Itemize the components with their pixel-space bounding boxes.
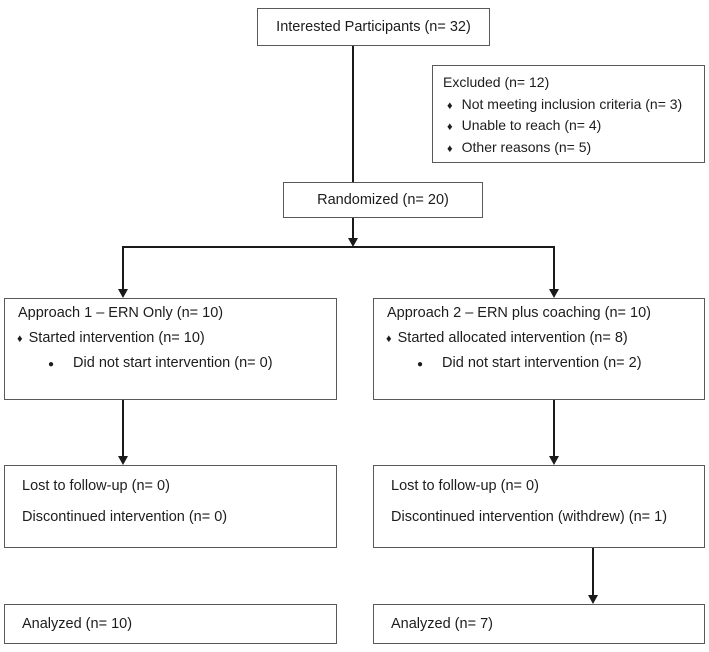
followup1-content: Lost to follow-up (n= 0) Discontinued in…	[5, 466, 336, 526]
round-bullet-icon: ●	[417, 359, 424, 371]
arrowhead-approach1	[118, 289, 128, 298]
connector-interested-to-randomized	[352, 46, 354, 182]
arrowhead-followup1	[118, 456, 128, 465]
analyzed2-label: Analyzed (n= 7)	[391, 615, 493, 632]
connector-branch-to-approach2	[553, 246, 555, 290]
randomized-label: Randomized (n= 20)	[317, 191, 449, 208]
approach1-title: Approach 1 – ERN Only (n= 10)	[18, 305, 224, 321]
connector-followup2-to-analyzed2	[592, 548, 594, 596]
arrowhead-approach2	[549, 289, 559, 298]
connector-approach1-to-followup1	[122, 400, 124, 457]
diamond-bullet-icon: ♦	[447, 143, 453, 155]
branch-horizontal-line	[122, 246, 555, 248]
approach1-subitem: ● Did not start intervention (n= 0)	[5, 354, 336, 372]
excluded-item-text: Not meeting inclusion criteria (n= 3)	[461, 95, 683, 112]
analyzed1-label: Analyzed (n= 10)	[22, 615, 133, 632]
arrowhead-followup2	[549, 456, 559, 465]
approach1-subitem-text: Did not start intervention (n= 0)	[73, 355, 273, 372]
box-randomized: Randomized (n= 20)	[283, 182, 483, 218]
box-followup1: Lost to follow-up (n= 0) Discontinued in…	[4, 465, 337, 548]
approach1-content: Approach 1 – ERN Only (n= 10) ♦ Started …	[5, 299, 336, 372]
approach2-subitem: ● Did not start intervention (n= 2)	[374, 354, 704, 372]
box-followup2: Lost to follow-up (n= 0) Discontinued in…	[373, 465, 705, 548]
approach1-item: ♦ Started intervention (n= 10)	[5, 329, 336, 347]
approach2-title: Approach 2 – ERN plus coaching (n= 10)	[387, 305, 651, 321]
followup2-line1: Lost to follow-up (n= 0)	[391, 478, 539, 494]
approach2-item: ♦ Started allocated intervention (n= 8)	[374, 329, 704, 347]
connector-approach2-to-followup2	[553, 400, 555, 457]
arrowhead-analyzed2	[588, 595, 598, 604]
approach2-subitem-text: Did not start intervention (n= 2)	[442, 355, 642, 372]
box-approach2: Approach 2 – ERN plus coaching (n= 10) ♦…	[373, 298, 705, 400]
diamond-bullet-icon: ♦	[17, 333, 23, 346]
box-analyzed1: Analyzed (n= 10)	[4, 604, 337, 644]
diamond-bullet-icon: ♦	[447, 121, 453, 134]
box-interested-participants: Interested Participants (n= 32)	[257, 8, 490, 46]
approach2-item-text: Started allocated intervention (n= 8)	[397, 330, 628, 347]
approach2-content: Approach 2 – ERN plus coaching (n= 10) ♦…	[374, 299, 704, 372]
excluded-item: ♦ Not meeting inclusion criteria (n= 3)	[433, 96, 704, 114]
interested-participants-label: Interested Participants (n= 32)	[276, 18, 471, 35]
box-excluded: Excluded (n= 12) ♦ Not meeting inclusion…	[432, 65, 705, 163]
excluded-title: Excluded (n= 12)	[443, 74, 550, 90]
arrowhead-randomized-to-branch	[348, 238, 358, 247]
round-bullet-icon: ●	[48, 359, 55, 371]
box-approach1: Approach 1 – ERN Only (n= 10) ♦ Started …	[4, 298, 337, 400]
followup2-content: Lost to follow-up (n= 0) Discontinued in…	[374, 466, 704, 526]
excluded-item: ♦ Unable to reach (n= 4)	[433, 117, 704, 135]
approach1-item-text: Started intervention (n= 10)	[28, 330, 205, 347]
diamond-bullet-icon: ♦	[386, 333, 392, 346]
followup1-line2: Discontinued intervention (n= 0)	[22, 509, 228, 526]
excluded-item-text: Unable to reach (n= 4)	[461, 117, 602, 134]
followup2-line2: Discontinued intervention (withdrew) (n=…	[391, 509, 668, 526]
excluded-item: ♦ Other reasons (n= 5)	[433, 139, 704, 157]
excluded-content: Excluded (n= 12) ♦ Not meeting inclusion…	[433, 66, 704, 157]
box-analyzed2: Analyzed (n= 7)	[373, 604, 705, 644]
connector-branch-to-approach1	[122, 246, 124, 290]
diamond-bullet-icon: ♦	[447, 99, 453, 112]
followup1-line1: Lost to follow-up (n= 0)	[22, 478, 170, 494]
excluded-item-text: Other reasons (n= 5)	[461, 139, 592, 155]
connector-randomized-stem	[352, 218, 354, 239]
